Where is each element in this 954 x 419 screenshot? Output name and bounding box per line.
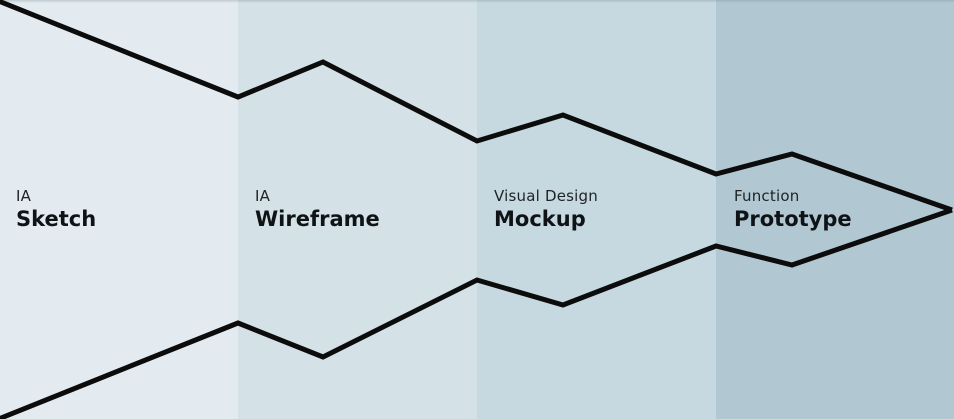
stage-category-label: IA bbox=[255, 187, 271, 205]
stage-band-sketch bbox=[0, 0, 238, 419]
top-edge-shadow bbox=[0, 0, 954, 3]
stage-name-label: Mockup bbox=[494, 207, 586, 231]
stage-band-mockup bbox=[477, 0, 716, 419]
stage-band-wireframe bbox=[238, 0, 477, 419]
funnel-top-edge bbox=[0, 0, 953, 213]
stage-category-label: Function bbox=[734, 187, 800, 205]
stage-category-label: IA bbox=[16, 187, 32, 205]
stage-sketch: IA Sketch bbox=[16, 186, 96, 232]
stage-name-label: Wireframe bbox=[255, 207, 380, 231]
stage-name-label: Sketch bbox=[16, 207, 97, 231]
funnel-bottom-edge bbox=[0, 207, 953, 419]
stage-band-prototype bbox=[716, 0, 954, 419]
stage-mockup: Visual Design Mockup bbox=[494, 186, 598, 232]
stage-category-label: Visual Design bbox=[494, 187, 598, 205]
stage-prototype: Function Prototype bbox=[734, 186, 852, 232]
stage-name-label: Prototype bbox=[734, 207, 852, 231]
stage-wireframe: IA Wireframe bbox=[255, 186, 380, 232]
